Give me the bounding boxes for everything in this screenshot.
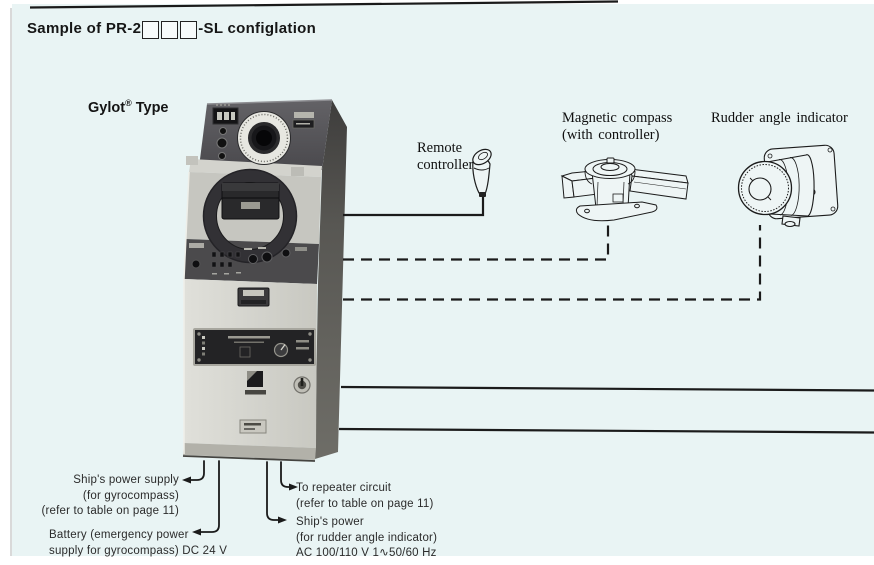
console-side-panel (315, 100, 347, 459)
compass-dial (237, 111, 291, 165)
model-digit-box (180, 20, 198, 39)
leader-battery (199, 460, 220, 533)
cable-remote-controller (343, 196, 485, 217)
rudder-angle-indicator-illustration (737, 144, 839, 228)
leader-gyro-power (189, 460, 205, 481)
model-digit-box (142, 20, 160, 39)
model-digit-box (161, 20, 179, 39)
cabinet-handle (237, 287, 270, 307)
console-type-label: Gylot® Type (88, 98, 169, 116)
console-type-suffix: Type (131, 100, 169, 116)
figure-title-suffix: -SL configlation (198, 20, 317, 37)
switch-strip-controls (189, 243, 307, 275)
power-control-panel (193, 328, 316, 366)
console-brand-name: Gylot (88, 100, 126, 116)
cable-magnetic-compass (343, 224, 610, 261)
magnetic-compass-label: Magnetic compass (with controller) (562, 110, 673, 143)
rudder-angle-indicator-label: Rudder angle indicator (711, 110, 848, 126)
key-lock (293, 376, 311, 394)
rudder-power-annotation: Ship's power (for rudder angle indicator… (296, 516, 438, 559)
cable-runs (338, 196, 874, 434)
binnacle-knobs (216, 127, 228, 160)
cable-rudder-indicator (343, 225, 762, 301)
model-nameplate (292, 112, 315, 129)
gyrocompass-console-illustration (182, 99, 347, 462)
arrow-rudder-power (278, 516, 287, 524)
leader-lines (189, 460, 291, 533)
cable-output-2 (338, 427, 874, 434)
leader-arrowheads (182, 476, 298, 536)
registered-trademark-mark: ® (125, 98, 132, 108)
serial-label (239, 419, 267, 434)
arrow-repeater (289, 483, 298, 491)
remote-controller-label: Remote controller (417, 140, 474, 173)
wheel-housing (221, 182, 280, 220)
figure-title: Sample of PR-2 -SL configlation (27, 20, 317, 39)
page-top-edge (29, 0, 619, 9)
page-background (12, 4, 874, 556)
gyro-power-annotation: Ship's power supply (for gyrocompass) (r… (41, 474, 179, 517)
remote-controller-illustration (472, 148, 492, 197)
figure-title-prefix: Sample of PR-2 (27, 20, 142, 37)
leader-repeater (280, 461, 291, 488)
battery-annotation: Battery (emergency power supply for gyro… (49, 529, 228, 557)
digital-display (212, 104, 239, 125)
magnetic-compass-illustration (560, 157, 689, 222)
leader-rudder-power (266, 461, 280, 521)
repeater-annotation: To repeater circuit (refer to table on p… (296, 482, 434, 510)
cable-output-1 (340, 385, 874, 392)
arrow-gyro-power (182, 476, 191, 484)
arrow-battery (192, 528, 201, 536)
maker-logo (245, 371, 266, 395)
